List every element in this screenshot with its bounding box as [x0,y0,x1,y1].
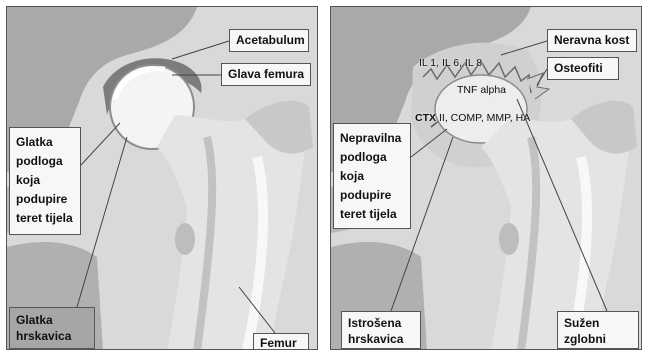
label-femur: Femur [253,333,309,350]
osteoarthritic-hip-panel: IL 1, IL 6, IL 8 TNF alpha CTX II, COMP,… [330,6,642,350]
marker-ctx: CTX [415,112,436,124]
label-neravna-kost: Neravna kost [547,29,637,52]
label-osteofiti: Osteofiti [547,57,619,80]
marker-interleukins: IL 1, IL 6, IL 8 [419,57,482,69]
label-glatka-podloga: Glatka podloga koja podupire teret tijel… [9,127,81,235]
marker-tnf: TNF alpha [457,84,506,96]
label-acetabulum: Acetabulum [229,29,309,52]
label-nepravilna-podloga: Nepravilna podloga koja podupire teret t… [333,123,411,229]
label-glatka-hrskavica: Glatka hrskavica [9,307,95,349]
label-suzen-prostor: Sužen zglobni prostor [557,311,639,349]
marker-biomarkers: II, COMP, MMP, HA [439,112,530,124]
label-glava-femura: Glava femura [221,63,311,86]
healthy-hip-panel: Acetabulum Glava femura Glatka podloga k… [6,6,318,350]
label-istrosena-hrskavica: Istrošena hrskavica [341,311,421,349]
